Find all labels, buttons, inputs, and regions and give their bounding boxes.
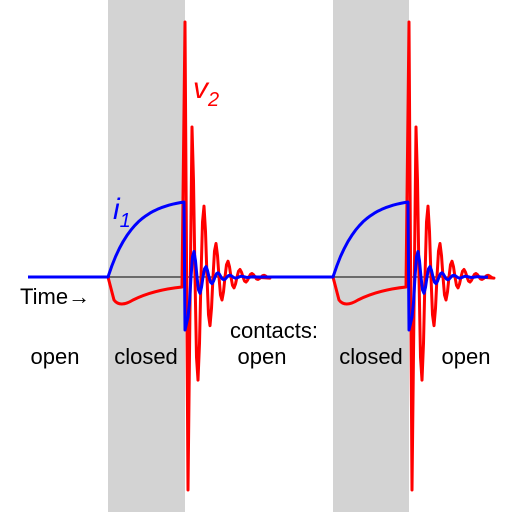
voltage-trace-2 [331, 20, 496, 492]
current-symbol-label: i1 [113, 193, 131, 232]
current-subscript: 1 [120, 210, 131, 232]
contacts-heading: contacts: [230, 318, 318, 343]
voltage-subscript: 2 [207, 89, 219, 111]
time-axis-label: Time→ [20, 284, 90, 309]
voltage-trace-1 [106, 20, 272, 492]
current-waveform [28, 200, 489, 332]
current-trace-1 [28, 200, 262, 332]
closed-band-2 [333, 0, 409, 512]
phase-label-open-2: open [238, 344, 287, 369]
current-trace-2 [250, 200, 489, 332]
voltage-symbol: v [193, 72, 210, 105]
voltage-waveform [106, 20, 496, 492]
phase-label-closed-2: closed [339, 344, 403, 369]
voltage-symbol-label: v2 [193, 72, 219, 111]
phase-label-open-1: open [31, 344, 80, 369]
phase-label-open-3: open [442, 344, 491, 369]
current-symbol: i [113, 193, 121, 226]
phase-label-closed-1: closed [114, 344, 178, 369]
closed-band-1 [108, 0, 185, 512]
